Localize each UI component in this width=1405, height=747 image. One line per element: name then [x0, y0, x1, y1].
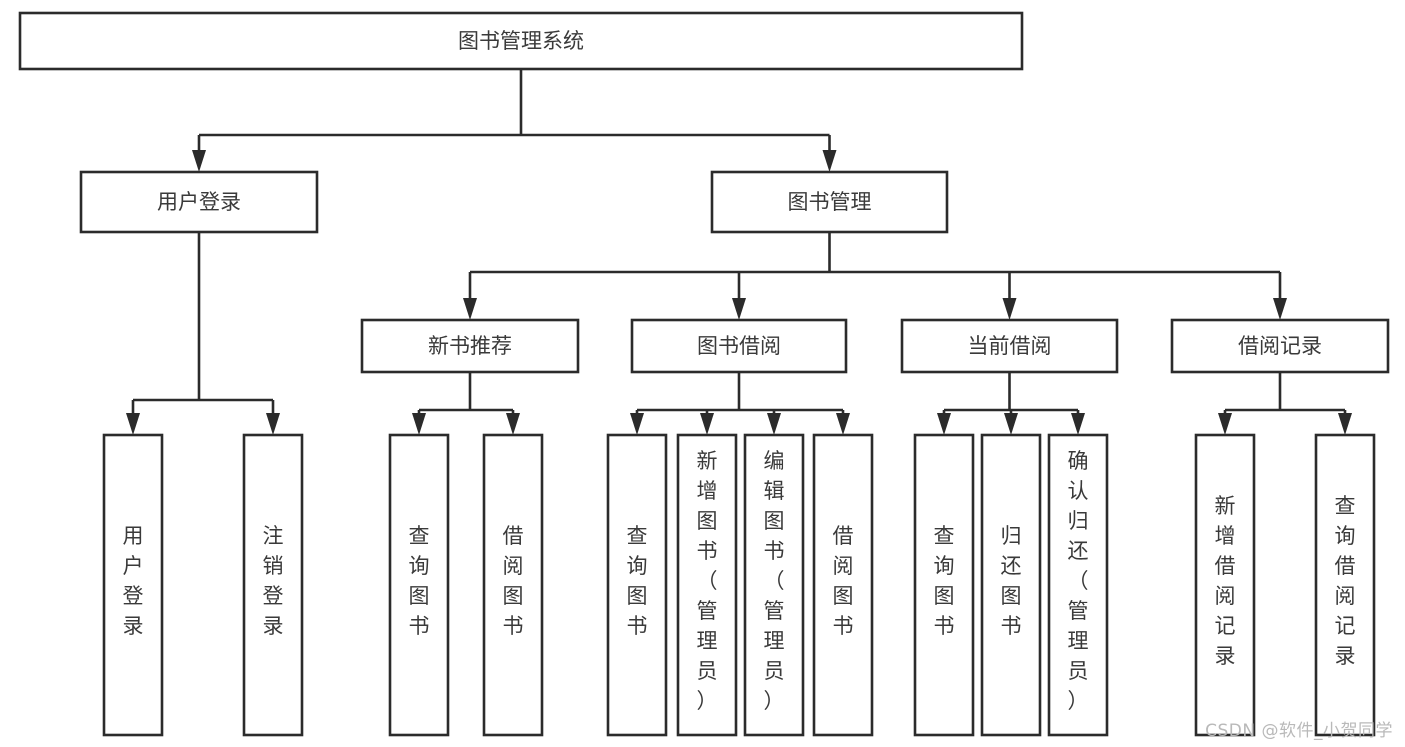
arrow-head-leaf-borrow-book-2 [836, 413, 850, 435]
node-user-login[interactable]: 用户登录 [79, 170, 319, 234]
node-label-user-login: 用户登录 [157, 190, 241, 214]
node-box-user-login [79, 170, 319, 234]
node-leaf-add-book-admin[interactable]: 新增图书（管理员） [676, 433, 738, 737]
node-leaf-return-book[interactable]: 归还图书 [980, 433, 1042, 737]
node-label-leaf-borrow-book-2: 借阅图书 [833, 524, 854, 638]
node-leaf-query-borrow-record[interactable]: 查询借阅记录 [1314, 433, 1376, 737]
node-label-root: 图书管理系统 [458, 29, 584, 53]
node-leaf-confirm-return-admin[interactable]: 确认归还（管理员） [1047, 433, 1109, 737]
arrow-head-leaf-query-book-3 [937, 413, 951, 435]
node-box-borrow-record [1170, 318, 1390, 374]
node-label-leaf-query-book-1: 查询图书 [409, 524, 430, 638]
node-leaf-query-book-1[interactable]: 查询图书 [388, 433, 450, 737]
node-leaf-edit-book-admin[interactable]: 编辑图书（管理员） [743, 433, 805, 737]
node-current-borrow[interactable]: 当前借阅 [900, 318, 1119, 374]
node-box-leaf-confirm-return-admin [1047, 433, 1109, 737]
node-label-leaf-query-book-3: 查询图书 [934, 524, 955, 638]
node-label-leaf-query-book-2: 查询图书 [627, 524, 648, 638]
node-leaf-borrow-book-2[interactable]: 借阅图书 [812, 433, 874, 737]
node-box-leaf-user-login [102, 433, 164, 737]
node-label-leaf-query-borrow-record: 查询借阅记录 [1335, 494, 1356, 668]
arrow-head-leaf-borrow-book-1 [506, 413, 520, 435]
node-box-leaf-query-book-3 [913, 433, 975, 737]
arrow-head-leaf-user-logout [266, 413, 280, 435]
node-box-leaf-query-book-1 [388, 433, 450, 737]
node-label-borrow-record: 借阅记录 [1238, 334, 1322, 358]
node-box-leaf-add-book-admin [676, 433, 738, 737]
node-box-leaf-query-borrow-record [1314, 433, 1376, 737]
node-root[interactable]: 图书管理系统 [18, 11, 1024, 71]
node-box-book-borrow [630, 318, 848, 374]
node-label-book-borrow: 图书借阅 [697, 334, 781, 358]
arrow-head-leaf-return-book [1004, 413, 1018, 435]
node-box-leaf-user-logout [242, 433, 304, 737]
arrow-head-leaf-query-book-2 [630, 413, 644, 435]
arrow-head-user-login [192, 150, 206, 172]
arrow-head-current-borrow [1002, 298, 1017, 320]
arrow-head-leaf-add-book-admin [700, 413, 714, 435]
arrow-head-leaf-edit-book-admin [767, 413, 781, 435]
node-label-leaf-edit-book-admin: 编辑图书（管理员） [764, 449, 785, 713]
arrow-head-new-book-recommend [463, 298, 477, 320]
node-label-leaf-user-logout: 注销登录 [263, 524, 284, 638]
node-label-current-borrow: 当前借阅 [968, 334, 1052, 358]
node-box-new-book-recommend [360, 318, 580, 374]
arrow-head-book-management [822, 150, 837, 172]
node-borrow-record[interactable]: 借阅记录 [1170, 318, 1390, 374]
node-leaf-borrow-book-1[interactable]: 借阅图书 [482, 433, 544, 737]
node-label-leaf-return-book: 归还图书 [1001, 524, 1022, 638]
node-label-book-management: 图书管理 [788, 190, 872, 214]
node-label-leaf-add-borrow-record: 新增借阅记录 [1215, 494, 1236, 668]
node-box-book-management [710, 170, 949, 234]
node-label-new-book-recommend: 新书推荐 [428, 334, 512, 358]
node-box-leaf-borrow-book-2 [812, 433, 874, 737]
arrow-head-borrow-record [1273, 298, 1287, 320]
arrow-head-leaf-query-borrow-record [1338, 413, 1352, 435]
node-label-leaf-borrow-book-1: 借阅图书 [503, 524, 524, 638]
node-book-borrow[interactable]: 图书借阅 [630, 318, 848, 374]
arrow-head-leaf-confirm-return-admin [1071, 413, 1085, 435]
node-box-leaf-edit-book-admin [743, 433, 805, 737]
node-label-leaf-add-book-admin: 新增图书（管理员） [697, 449, 718, 713]
node-leaf-user-login[interactable]: 用户登录 [102, 433, 164, 737]
node-box-leaf-add-borrow-record [1194, 433, 1256, 737]
node-leaf-user-logout[interactable]: 注销登录 [242, 433, 304, 737]
connectors-layer [126, 69, 1352, 435]
node-new-book-recommend[interactable]: 新书推荐 [360, 318, 580, 374]
node-box-leaf-borrow-book-1 [482, 433, 544, 737]
node-leaf-add-borrow-record[interactable]: 新增借阅记录 [1194, 433, 1256, 737]
nodes-layer: 图书管理系统用户登录图书管理新书推荐图书借阅当前借阅借阅记录用户登录注销登录查询… [18, 11, 1390, 737]
csdn-watermark: CSDN @软件_小贺同学 [1205, 721, 1393, 741]
node-box-current-borrow [900, 318, 1119, 374]
node-box-leaf-return-book [980, 433, 1042, 737]
node-box-root [18, 11, 1024, 71]
arrow-head-leaf-add-borrow-record [1218, 413, 1232, 435]
node-leaf-query-book-3[interactable]: 查询图书 [913, 433, 975, 737]
arrow-head-leaf-user-login [126, 413, 140, 435]
node-leaf-query-book-2[interactable]: 查询图书 [606, 433, 668, 737]
node-label-leaf-user-login: 用户登录 [123, 524, 144, 638]
arrow-head-leaf-query-book-1 [412, 413, 426, 435]
arrow-head-book-borrow [732, 298, 746, 320]
node-box-leaf-query-book-2 [606, 433, 668, 737]
node-label-leaf-confirm-return-admin: 确认归还（管理员） [1068, 449, 1089, 713]
node-book-management[interactable]: 图书管理 [710, 170, 949, 234]
